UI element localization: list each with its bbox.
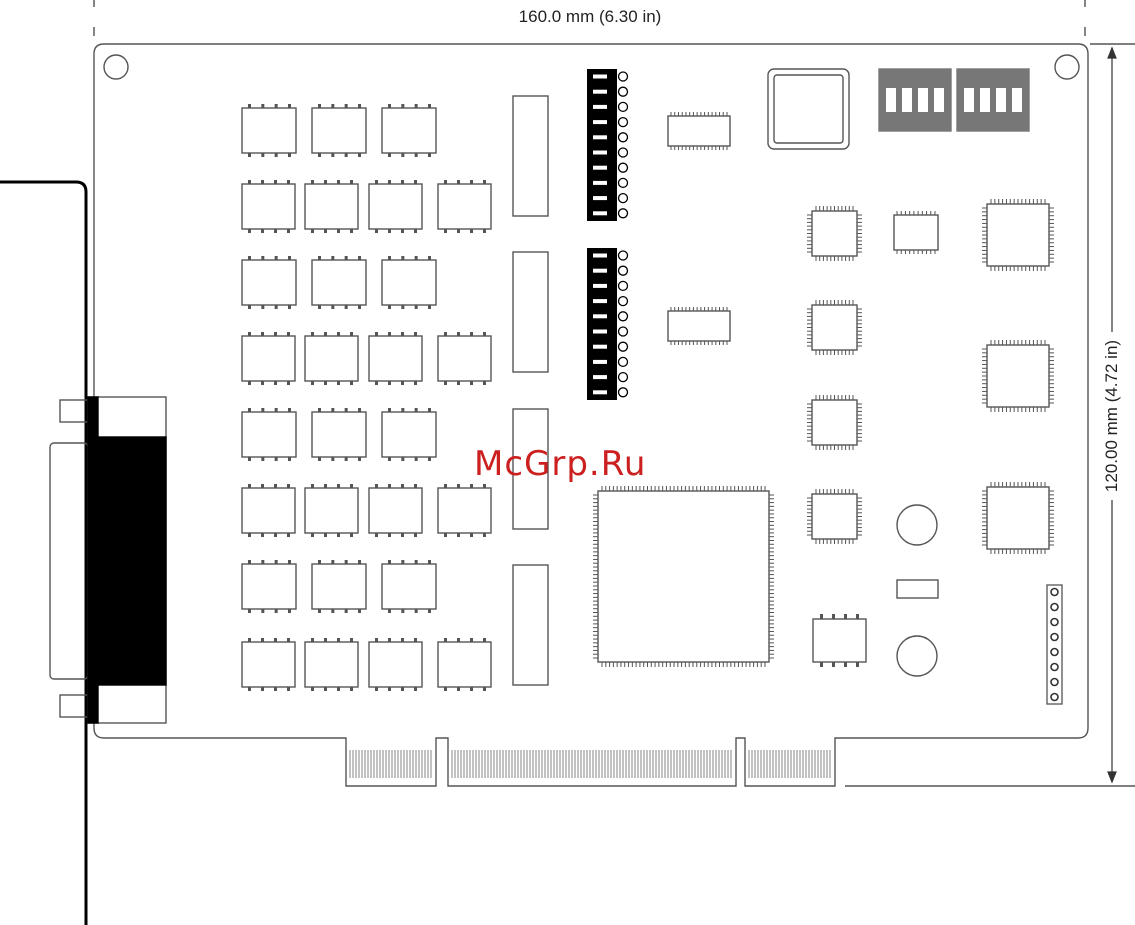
- edge-connector-fingers: [749, 750, 830, 778]
- socket-chip: [768, 69, 849, 149]
- capacitor: [897, 636, 937, 676]
- header-strip: [513, 252, 548, 372]
- led: [897, 580, 938, 598]
- width-label-text: 160.0 mm (6.30 in): [509, 7, 672, 26]
- soic-chip: [668, 311, 730, 341]
- relay-chip: [312, 104, 366, 157]
- soic-chip: [668, 116, 730, 146]
- relay-chip: [312, 256, 366, 309]
- relay-chip: [305, 180, 358, 233]
- relay-chip: [305, 332, 358, 385]
- relay-chip: [382, 408, 436, 461]
- relay-chip: [242, 484, 295, 537]
- soic-chip: [894, 215, 938, 250]
- relay-chip: [242, 180, 295, 233]
- dip-switch: [879, 69, 951, 131]
- relay-chip: [369, 484, 422, 537]
- relay-chip: [369, 180, 422, 233]
- height-dimension: [845, 44, 1135, 786]
- relay-chip: [312, 408, 366, 461]
- relay-chip: [305, 638, 358, 691]
- relay-chip: [438, 180, 491, 233]
- small-chip: [813, 614, 866, 667]
- relay-chip: [242, 256, 296, 309]
- header-strip: [513, 96, 548, 216]
- qfp-chip: [982, 482, 1054, 554]
- header-strip: [513, 565, 548, 685]
- relay-chip: [305, 484, 358, 537]
- relay-chip: [242, 408, 296, 461]
- db-connector: [50, 397, 166, 723]
- edge-connector-fingers: [452, 750, 731, 778]
- qfp-chip: [807, 395, 862, 450]
- qfp-chip: [807, 489, 862, 544]
- qfp-chip: [982, 199, 1054, 271]
- relay-chip: [242, 104, 296, 157]
- relay-chip: [369, 332, 422, 385]
- jumper-header: [1047, 585, 1062, 704]
- width-dimension-label: 160.0 mm (6.30 in): [0, 7, 1135, 27]
- qfp-chip: [807, 206, 862, 261]
- pin-header: [587, 69, 628, 221]
- relay-chip: [382, 256, 436, 309]
- dip-switch: [957, 69, 1029, 131]
- relay-chip: [312, 560, 366, 613]
- bracket-line: [0, 182, 86, 925]
- relay-chip: [438, 484, 491, 537]
- edge-connector-fingers: [350, 750, 431, 778]
- mounting-hole-right: [1055, 55, 1079, 79]
- watermark: McGrp.Ru: [474, 444, 646, 484]
- relay-chip: [438, 638, 491, 691]
- relay-chip: [242, 638, 295, 691]
- main-controller-chip: [593, 486, 774, 667]
- height-dimension-label: 120.00 mm (4.72 in): [1102, 332, 1122, 500]
- relay-chip: [382, 104, 436, 157]
- relay-chip: [438, 332, 491, 385]
- capacitor: [897, 505, 937, 545]
- mounting-hole-left: [104, 55, 128, 79]
- relay-chip: [369, 638, 422, 691]
- qfp-chip: [807, 300, 862, 355]
- relay-chip: [242, 560, 296, 613]
- relay-chip: [382, 560, 436, 613]
- relay-chip: [242, 332, 295, 385]
- qfp-chip: [982, 340, 1054, 412]
- pin-header: [587, 248, 628, 400]
